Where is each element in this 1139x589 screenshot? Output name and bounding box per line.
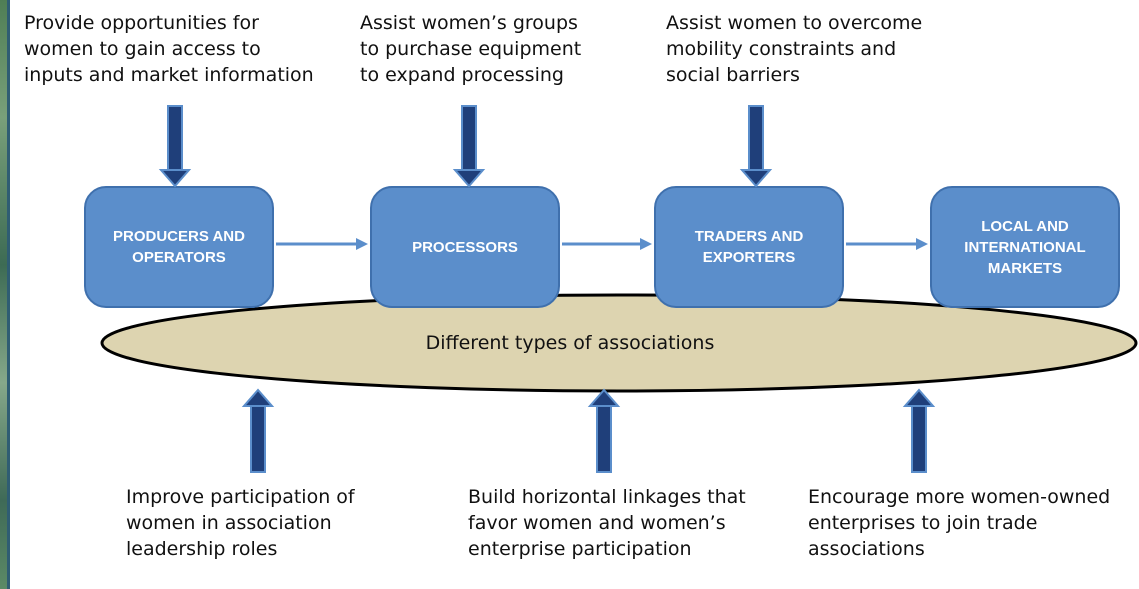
arrow-down-processors	[452, 105, 486, 188]
top-caption-equipment: Assist women’s groups to purchase equipm…	[360, 12, 582, 86]
arrow-up-linkages	[587, 388, 621, 473]
top-caption-inputs: Provide opportunities for women to gain …	[24, 12, 314, 86]
bottom-caption-enterprises: Encourage more women-owned enterprises t…	[808, 486, 1111, 560]
arrow-up-enterprises	[902, 388, 936, 473]
left-decorative-strip	[0, 0, 10, 589]
arrow-up-leadership	[241, 388, 275, 473]
bottom-caption-linkages: Build horizontal linkages that favor wom…	[468, 486, 746, 560]
arrow-traders-to-markets	[846, 238, 928, 250]
node-processors: PROCESSORS	[370, 186, 560, 308]
arrow-processors-to-traders	[562, 238, 652, 250]
bottom-caption-leadership: Improve participation of women in associ…	[126, 486, 355, 560]
node-producers-operators: PRODUCERS AND OPERATORS	[84, 186, 274, 308]
associations-ellipse	[100, 293, 1138, 393]
node-traders-exporters: TRADERS AND EXPORTERS	[654, 186, 844, 308]
top-caption-mobility: Assist women to overcome mobility constr…	[666, 12, 923, 86]
arrow-down-traders	[739, 105, 773, 188]
ellipse-label: Different types of associations	[425, 332, 715, 354]
arrow-down-producers	[158, 105, 192, 188]
node-markets: LOCAL AND INTERNATIONAL MARKETS	[930, 186, 1120, 308]
arrow-producers-to-processors	[276, 238, 368, 250]
